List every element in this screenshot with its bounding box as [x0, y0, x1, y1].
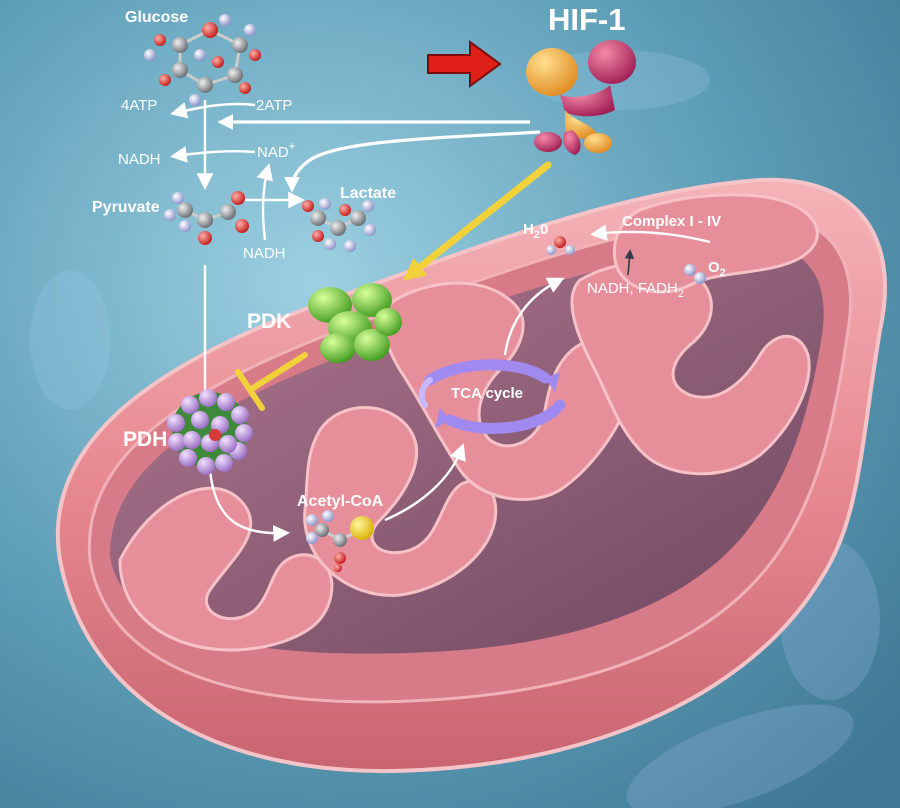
nad-to-nadh-arrow — [170, 146, 256, 163]
atp-in-label: 2ATP — [256, 97, 292, 114]
pyruvate-label: Pyruvate — [92, 199, 160, 216]
pdh-to-acetylcoa-arrow — [208, 469, 291, 542]
nadh-bottom-label: NADH — [243, 245, 286, 262]
pdk-protein — [308, 283, 402, 363]
pyruvate-molecule — [164, 191, 249, 245]
complex-label: Complex I - IV — [622, 213, 721, 230]
atp-conversion-arrow — [170, 102, 256, 119]
tca-cycle-label: TCA cycle — [451, 385, 523, 402]
lactate-label: Lactate — [340, 185, 396, 202]
hif1-label: HIF-1 — [548, 2, 626, 37]
pdk-label: PDK — [247, 310, 291, 333]
atp-out-label: 4ATP — [121, 97, 157, 114]
nadh-to-complex-arrow — [624, 249, 635, 276]
acetylcoa-label: Acetyl-CoA — [297, 493, 384, 510]
tca-to-nadh-arrow — [503, 277, 565, 356]
water-molecule — [546, 236, 575, 255]
hif1-to-pdk-arrow — [402, 161, 552, 281]
nadh-to-nad-arrow — [256, 163, 274, 241]
cristae — [118, 193, 819, 652]
water-label: H20 — [523, 221, 548, 241]
red-arrow-icon — [427, 40, 502, 88]
oxygen-label: O2 — [708, 259, 726, 279]
tca-cycle-icon — [418, 359, 566, 434]
oxygen-molecule — [684, 264, 706, 284]
pdk-inhibits-pdh-line — [235, 352, 308, 411]
nadh-fadh-label: NADH, FADH2 — [587, 280, 684, 300]
hif1-to-lactate-arrow — [284, 130, 541, 193]
acetylcoa-to-tca-arrow — [384, 443, 466, 522]
nad-plus-label: NAD+ — [257, 139, 296, 161]
hif1-inhibition-arrows — [217, 114, 541, 193]
acetylcoa-molecule — [306, 510, 374, 572]
hif1-protein — [526, 40, 636, 155]
glucose-label: Glucose — [125, 9, 188, 26]
pdh-label: PDH — [123, 428, 167, 451]
pdh-complex — [167, 389, 253, 475]
glycolysis-arrows — [170, 100, 711, 542]
glucose-molecule — [144, 14, 261, 106]
nadh-left-label: NADH — [118, 151, 161, 168]
complex-to-water-arrow — [589, 224, 711, 244]
